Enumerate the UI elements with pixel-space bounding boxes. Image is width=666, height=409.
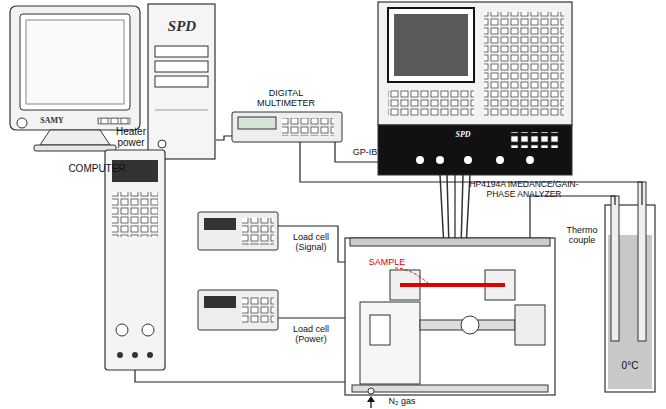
analyzer-lower-keys [510, 132, 560, 148]
device-label: Load cell (Power) [287, 324, 335, 344]
device-label: DIGITAL MULTIMETER [250, 88, 322, 108]
gas-arrow-head [367, 396, 375, 402]
cable [278, 317, 345, 318]
heater-keys [112, 192, 158, 237]
signal-meter-body [198, 212, 278, 250]
tower-line [155, 110, 208, 111]
monitor-buttons [98, 118, 130, 124]
device-label: Load cell (Signal) [287, 232, 335, 252]
sensor-label: Thermo couple [560, 225, 604, 245]
sample-leader [395, 268, 428, 283]
heater-knob [116, 324, 128, 336]
ice-bath: 0°C [605, 205, 655, 392]
drive-bay [155, 76, 208, 87]
device-label: COMPUTER [52, 163, 142, 174]
load-cell-meter: Load cell (Power) [198, 290, 278, 330]
sample-film [400, 283, 505, 287]
signal-meter-display [204, 218, 236, 230]
motor [515, 305, 545, 345]
signal-meter-keys [242, 218, 274, 245]
power-meter-keys [242, 296, 274, 323]
bnc-connector [496, 156, 504, 164]
heater-terminal [147, 352, 153, 358]
heater-knob [142, 324, 154, 336]
power-button [158, 140, 166, 148]
bus-label: GP-IB [345, 147, 385, 157]
device-label: HP4194A IMEDANCE/GAIN-PHASE ANALYZER [462, 180, 586, 199]
heater-power-supply: Heater power [105, 150, 165, 370]
analyzer-screen [394, 14, 468, 76]
load-cell-block [360, 302, 420, 384]
pc-tower [148, 4, 215, 159]
monitor-bezel [10, 6, 140, 130]
monitor-base [34, 145, 116, 151]
analyzer-screen-frame [388, 8, 474, 82]
device-label: Heater power [108, 126, 154, 148]
bnc-connector [436, 156, 444, 164]
monitor-screen [26, 20, 124, 104]
bnc-connector [416, 156, 424, 164]
multimeter-keys [282, 118, 334, 136]
drive-bay [155, 46, 208, 57]
multimeter: DIGITAL MULTIMETER [232, 112, 342, 142]
temperature-label: 0°C [611, 360, 649, 371]
cable [300, 142, 642, 205]
load-cell-meter: Load cell (Signal) [198, 212, 278, 250]
analyzer-lower [378, 125, 572, 175]
bnc-connector [464, 156, 472, 164]
computer: SAMYSPDCOMPUTER [8, 4, 216, 160]
gas-inlet [368, 388, 374, 394]
reference-tube [638, 182, 646, 341]
gas-label: N₂ gas [377, 396, 427, 406]
cable [216, 136, 232, 140]
analyzer-keypad [484, 12, 564, 117]
power-meter-body [198, 290, 278, 330]
multimeter-body [232, 112, 342, 142]
heater-body [105, 150, 165, 370]
chamber-base [352, 385, 548, 392]
cable [278, 226, 345, 262]
sample-label: SAMPLE [360, 257, 414, 267]
load-cell [370, 315, 390, 345]
brand-logo: SPD [150, 18, 214, 35]
brand-logo: SPD [446, 131, 480, 140]
gas-arrow-shaft [370, 401, 371, 408]
monitor-screen-frame [20, 14, 130, 110]
multimeter-display [238, 117, 276, 129]
monitor-emblem [17, 118, 27, 128]
drive-bay [155, 61, 208, 72]
heater-terminal [132, 352, 138, 358]
bnc-connector [526, 156, 534, 164]
cable [135, 370, 345, 382]
analyzer-soft-keys [388, 90, 474, 117]
impedance-analyzer: SPDHP4194A IMEDANCE/GAIN-PHASE ANALYZER [378, 2, 572, 175]
power-meter-display [204, 296, 236, 308]
reference-tube [611, 196, 619, 341]
test-chamber: SAMPLE [345, 238, 555, 395]
analyzer-upper [378, 2, 572, 125]
chamber-top-plate [350, 238, 550, 246]
brand-logo: SAMY [32, 117, 72, 126]
heater-terminal [117, 352, 123, 358]
drive-wheel [461, 316, 479, 334]
chamber-enclosure [345, 238, 555, 395]
cable [454, 175, 455, 238]
monitor-stand [40, 130, 110, 145]
